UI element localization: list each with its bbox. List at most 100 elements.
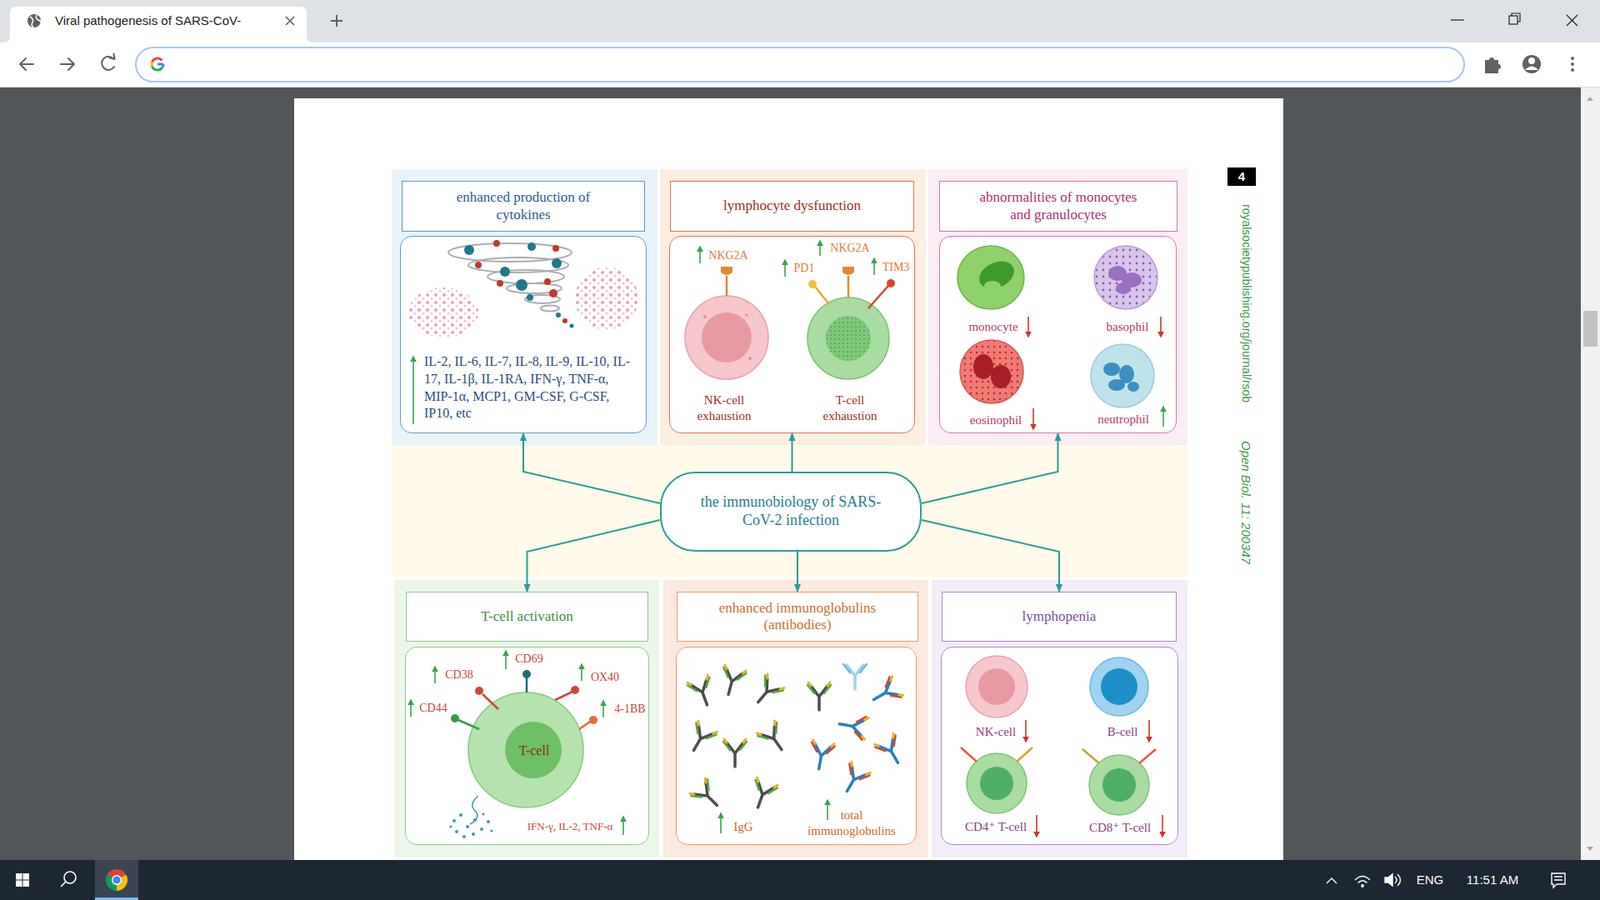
window-controls	[1566, 15, 1578, 26]
cytokine-storm	[475, 261, 482, 269]
central-topic-text: the immunobiology of SARS-CoV-2 infectio…	[695, 493, 887, 530]
basophil-figure	[1094, 245, 1158, 310]
profile-icon	[1525, 66, 1539, 71]
marker-label: OX40	[590, 670, 620, 685]
trend-arrow	[410, 700, 412, 717]
cell-label: eosinophil	[970, 412, 1023, 429]
receptor-label: PD1	[794, 260, 815, 276]
cytokine-label: IFN-γ, IL-2, TNF-α	[527, 820, 614, 834]
window-controls	[1450, 13, 1578, 26]
scrollbar	[1580, 87, 1600, 860]
nk-cell-figure	[745, 313, 748, 316]
trend-arrow	[1160, 316, 1162, 337]
activated-t-cell-figure	[481, 812, 485, 815]
marker-label: 4-1BB	[614, 701, 645, 717]
antibody-figure	[717, 665, 748, 698]
nav-icons	[60, 58, 75, 70]
panel-band	[660, 169, 926, 445]
lymphocyte-figures	[960, 655, 1156, 815]
tab-favicon	[30, 15, 41, 28]
taskbar	[0, 860, 1600, 900]
trend-arrow	[505, 650, 507, 670]
window-controls	[1511, 13, 1520, 22]
activated-t-cell-figure	[468, 692, 584, 808]
tab-close-icon	[285, 16, 295, 25]
tray-icons	[1326, 873, 1565, 888]
basophil-figure	[1115, 282, 1131, 295]
panel-box: IL-2, IL-6, IL-7, IL-8, IL-9, IL-10, IL-…	[400, 235, 647, 434]
cytokine-storm	[408, 240, 639, 338]
trend-arrow	[622, 816, 625, 835]
cytokine-storm	[562, 318, 568, 324]
tray-icons	[1551, 873, 1565, 888]
lymphocyte-figures	[1090, 657, 1149, 716]
activated-t-cell-figure	[465, 825, 470, 829]
antibody-figure	[836, 761, 871, 798]
cell-label: NK-cell exhaustion	[685, 392, 763, 425]
antibody-figure	[749, 673, 785, 710]
receptor-label: NKG2A	[830, 240, 870, 256]
scrollbar	[1580, 87, 1600, 860]
cytokine-storm	[549, 289, 558, 298]
scrollbar	[1586, 846, 1594, 851]
activated-t-cell-figure	[525, 677, 529, 693]
activated-t-cell-figure	[486, 820, 490, 824]
t-cell-figure	[868, 285, 889, 309]
trend-arrow	[1027, 316, 1030, 337]
antibody-figure	[837, 712, 869, 740]
lymphocyte-figures	[1102, 768, 1136, 802]
activated-t-cell-figure	[570, 685, 580, 695]
tab-strip	[0, 0, 1600, 43]
cytokine-storm	[575, 266, 639, 330]
panel-box: IgGtotal immunoglobulins	[675, 646, 917, 845]
eosinophil-figure	[960, 340, 1023, 403]
t-cell-figure	[842, 266, 855, 275]
trend-arrow	[1161, 815, 1164, 837]
menu-icon	[1570, 56, 1575, 72]
language-indicator: ENG	[1416, 872, 1445, 888]
antibody-figure	[686, 675, 719, 710]
panel-title-text: T-cell activation	[480, 608, 573, 625]
marker-label: CD38	[445, 667, 473, 683]
activated-t-cell-figure	[455, 830, 459, 834]
antibody-figure	[683, 720, 718, 757]
tab-favicon	[27, 14, 41, 28]
trend-arrow	[434, 666, 436, 684]
trend-arrow	[1032, 408, 1035, 430]
connector-arrow	[791, 433, 794, 472]
toolbar	[0, 86, 1600, 88]
nk-cell-figure	[685, 266, 769, 380]
tray-icons	[1326, 878, 1337, 884]
cell-label: B-cell	[1107, 724, 1139, 740]
panel-band	[391, 169, 1188, 858]
activated-t-cell-figure	[459, 813, 463, 817]
activated-t-cell-figure	[473, 818, 477, 822]
chrome-icon	[111, 875, 122, 885]
panel-title-text: enhanced immunoglobulins (antibodies)	[708, 600, 888, 635]
menu-icon	[1570, 62, 1575, 66]
basophil-figure	[1094, 245, 1158, 310]
taskbar	[0, 860, 1600, 900]
nk-cell-figure	[701, 312, 752, 363]
panel-title: enhanced immunoglobulins (antibodies)	[676, 591, 919, 642]
nk-cell-figure	[725, 275, 729, 296]
lymphocyte-figures	[966, 753, 1027, 814]
cytokine-storm	[570, 324, 575, 329]
activated-t-cell-figure	[555, 691, 573, 700]
activated-t-cell-figure	[452, 819, 456, 823]
activated-t-cell-figure	[449, 825, 452, 828]
trend-arrow	[412, 356, 415, 425]
cytokine-storm	[552, 245, 560, 252]
panel-box: CD69CD38OX40CD444-1BBT-cellIFN-γ, IL-2, …	[405, 646, 650, 845]
activated-t-cell-figure	[450, 714, 460, 723]
cytokine-storm	[555, 312, 561, 318]
antibody-figure	[807, 682, 831, 710]
cell-label: T-cell	[519, 742, 550, 760]
central-topic: the immunobiology of SARS-CoV-2 infectio…	[660, 471, 922, 552]
cell-label: T-cell exhaustion	[811, 392, 889, 425]
nav-icons	[20, 58, 34, 70]
google-icon	[150, 62, 153, 67]
toolbar	[0, 42, 1600, 88]
